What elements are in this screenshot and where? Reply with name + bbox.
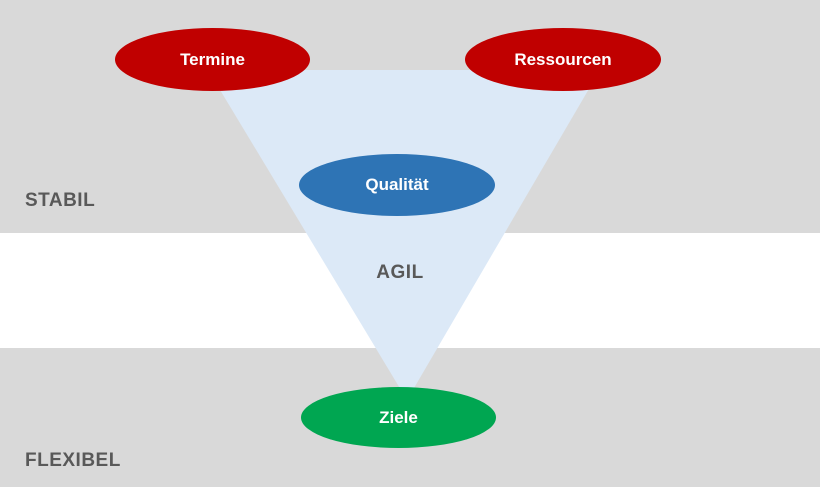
ziele-ellipse: Ziele: [301, 387, 496, 448]
ressourcen-ellipse: Ressourcen: [465, 28, 661, 91]
termine-label: Termine: [180, 49, 245, 69]
qualitaet-label: Qualität: [365, 175, 429, 194]
termine-ellipse: Termine: [115, 28, 310, 91]
agil-label: AGIL: [376, 262, 424, 283]
flexibel-label: FLEXIBEL: [25, 450, 121, 471]
ressourcen-label: Ressourcen: [514, 49, 612, 69]
stabil-label: STABIL: [25, 190, 96, 211]
ziele-label: Ziele: [379, 407, 418, 427]
qualitaet-ellipse: Qualität: [299, 154, 495, 216]
inverted-triangle-shape: [208, 70, 600, 400]
